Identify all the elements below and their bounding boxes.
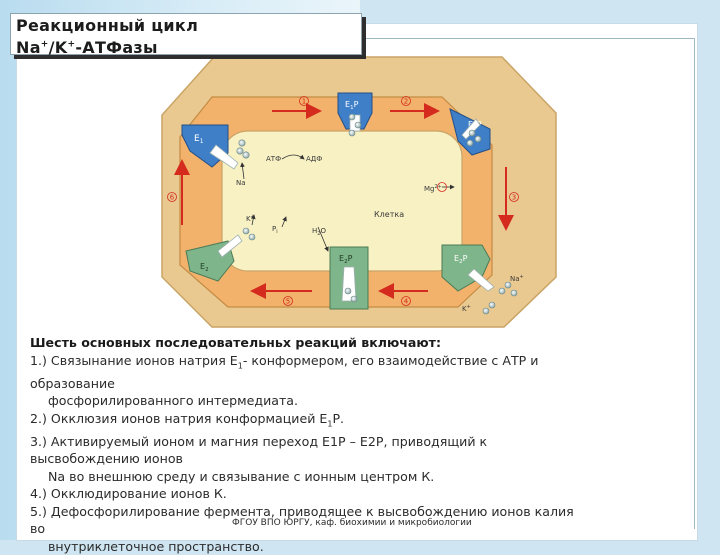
reaction-description: Шесть основных последовательньх реакций …: [30, 334, 690, 555]
na-entry-arrow: [240, 162, 245, 180]
title-line-2: Na+/K+-АТФазы: [16, 38, 158, 57]
pi-release-arrow: [281, 216, 287, 228]
title-box: [10, 13, 362, 55]
step-1-line-2: образование: [30, 375, 115, 391]
footer-text: ФГОУ ВПО ЮРГУ, каф. биохимии и микробиол…: [232, 518, 472, 528]
cycle-arrows: [174, 103, 514, 299]
potassium-ions: [242, 227, 496, 315]
step-2-line: 2.) Окклюзия ионов натрия конформацией Е…: [30, 410, 345, 429]
svg-text:3: 3: [512, 194, 516, 202]
enzyme-e2p-bottom: E2P: [329, 246, 369, 310]
svg-text:5: 5: [286, 298, 290, 306]
step-3-line-3: Na во внешнюю среду и связывание с ионны…: [48, 468, 435, 484]
step-markers: 1 2 3 4 5 6: [167, 96, 519, 306]
h2o-label: H2O: [312, 227, 326, 237]
mg-label: Mg2+: [424, 184, 442, 193]
mg-marker: [437, 182, 447, 192]
na-in-label: Na: [236, 179, 246, 187]
enzyme-e2p-right: E2P: [441, 244, 495, 292]
sodium-ions: [236, 113, 518, 297]
step-4-line: 4.) Окклюдирование ионов К.: [30, 486, 227, 502]
atp-label: АТФ: [266, 155, 281, 163]
atp-to-adp-arrow: [281, 154, 305, 160]
svg-text:E2P: E2P: [339, 254, 353, 265]
step-3-line-2: высвобождению ионов: [30, 451, 183, 467]
na-out-label: Na+: [510, 274, 524, 283]
svg-text:E2: E2: [200, 262, 209, 273]
slide-frame-line: [36, 38, 695, 529]
k-release-arrow: [250, 214, 256, 226]
svg-text:6: 6: [170, 194, 175, 202]
svg-text:4: 4: [404, 298, 409, 306]
enzyme-e2-left: E2: [185, 234, 243, 282]
na-k-atpase-cycle-diagram: E1 E1P E2P E2P E2P E2: [142, 55, 558, 329]
step-3-line: 3.) Активируемый ионом и магния переход …: [30, 433, 488, 449]
h2o-arrow: [317, 226, 329, 252]
step-1-line-3: фосфорилированного интермедиата.: [48, 393, 299, 409]
step-5-line-3: внутриклеточное пространство.: [48, 538, 264, 554]
step-1-line: 1.) Связынание ионов натрия Е1- конформе…: [30, 352, 539, 371]
k-out-label: K+: [462, 304, 471, 313]
svg-text:E2P: E2P: [454, 254, 468, 265]
step-5-line-2: во: [30, 521, 46, 537]
step-5-line: 5.) Дефосфорилирование фермента, приводя…: [30, 503, 574, 519]
adp-label: АДФ: [306, 155, 322, 163]
title-line-1: Реакционный цикл: [16, 16, 199, 35]
enzyme-e1-left: E1: [181, 124, 239, 170]
svg-text:1: 1: [302, 98, 306, 106]
svg-text:2: 2: [404, 98, 408, 106]
cell-label: Клетка: [374, 210, 404, 219]
svg-text:E1P: E1P: [345, 100, 359, 111]
description-heading: Шесть основных последовательньх реакций …: [30, 335, 442, 350]
svg-text:E1: E1: [194, 134, 204, 145]
pi-label: Pi: [272, 225, 278, 235]
